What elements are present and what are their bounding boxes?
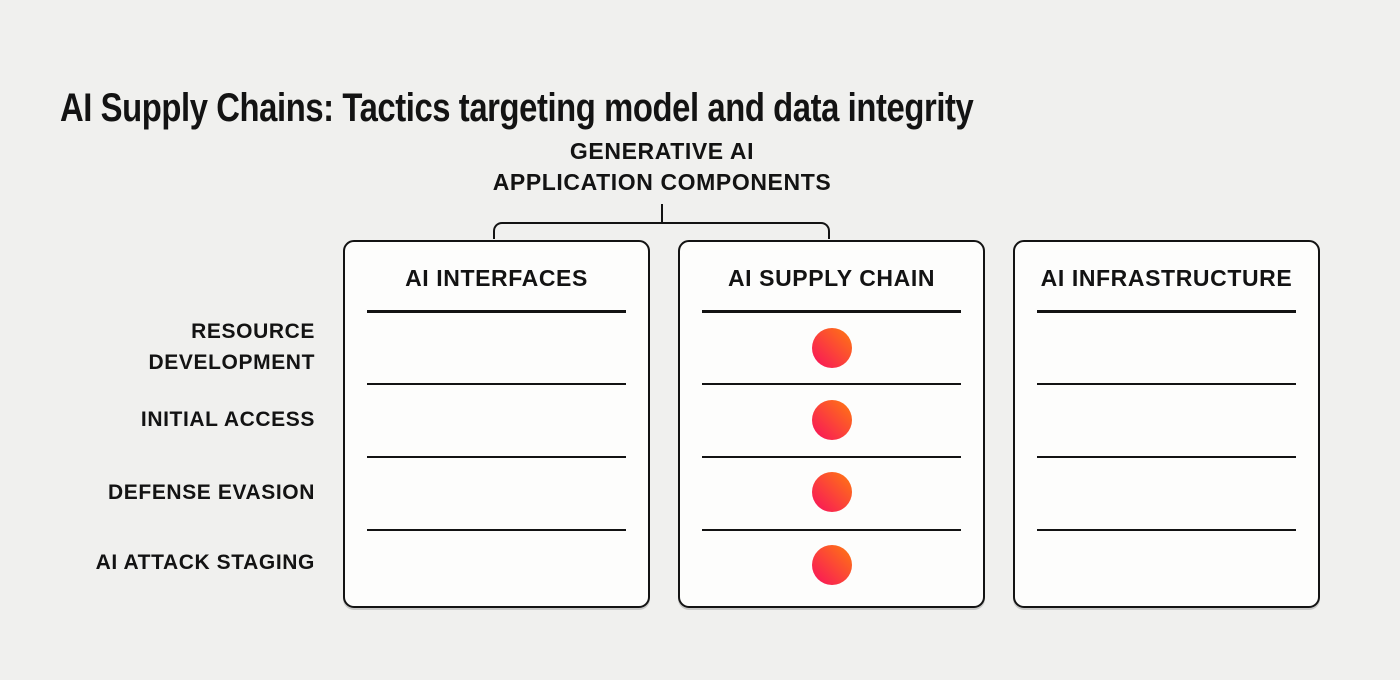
- column-ai-infrastructure: AI INFRASTRUCTURE: [1013, 240, 1320, 608]
- tactic-dot-initial-access: [811, 400, 852, 440]
- row-label-defense-evasion: DEFENSE EVASION: [108, 481, 315, 504]
- row-divider: [1037, 529, 1296, 531]
- column-title: AI INTERFACES: [405, 265, 588, 291]
- column-ai-interfaces: AI INTERFACES: [343, 240, 650, 608]
- row-divider: [367, 383, 626, 385]
- page-title: AI Supply Chains: Tactics targeting mode…: [60, 85, 974, 130]
- column-title: AI SUPPLY CHAIN: [727, 265, 936, 291]
- components-group-label: GENERATIVE AI APPLICATION COMPONENTS: [492, 138, 832, 195]
- row-divider: [367, 456, 626, 458]
- row-label-ai-attack-staging: AI ATTACK STAGING: [95, 551, 315, 574]
- column-title: AI INFRASTRUCTURE: [1040, 265, 1293, 291]
- row-label-resource-development: RESOURCE DEVELOPMENT: [148, 320, 315, 374]
- tactic-dot-defense-evasion: [811, 472, 852, 512]
- connector-bracket: [493, 222, 830, 239]
- column-ai-supply-chain: AI SUPPLY CHAIN: [678, 240, 985, 608]
- row-divider: [1037, 383, 1296, 385]
- column-title-underline: [702, 310, 961, 313]
- column-title-underline: [367, 310, 626, 313]
- row-label-initial-access: INITIAL ACCESS: [140, 408, 315, 431]
- row-divider: [702, 383, 961, 385]
- tactic-dot-ai-attack-staging: [811, 545, 852, 585]
- row-divider: [702, 529, 961, 531]
- connector-stem: [661, 204, 663, 222]
- tactic-dot-resource-development: [811, 328, 852, 368]
- row-divider: [1037, 456, 1296, 458]
- row-divider: [367, 529, 626, 531]
- column-title-underline: [1037, 310, 1296, 313]
- row-divider: [702, 456, 961, 458]
